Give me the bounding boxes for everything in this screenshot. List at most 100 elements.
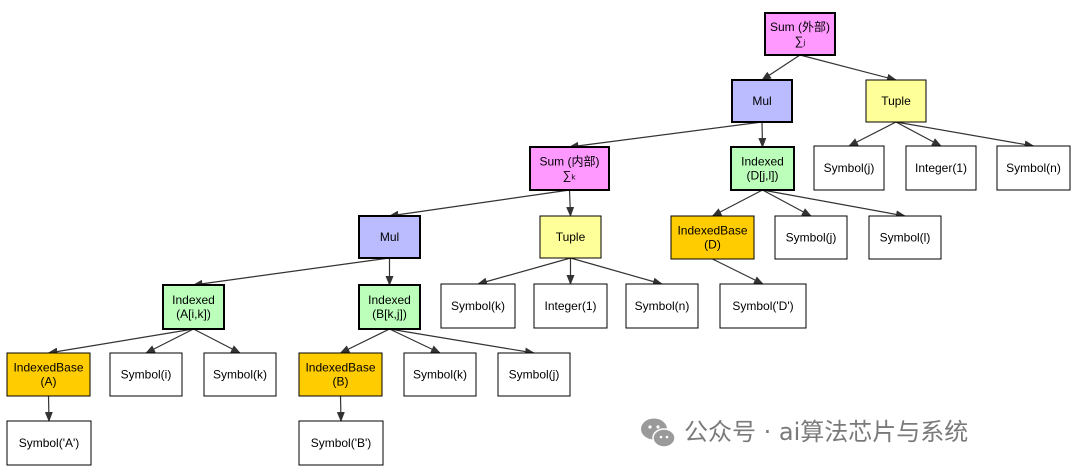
node-box xyxy=(905,145,977,191)
node-indexed-B: Indexed(B[k,j]) xyxy=(358,284,421,330)
node-box xyxy=(533,283,608,329)
node-box xyxy=(996,145,1071,191)
node-box xyxy=(719,283,807,329)
node-int1-mid: Integer(1) xyxy=(533,283,608,329)
node-tuple-j: Tuple xyxy=(865,79,927,123)
node-box xyxy=(6,352,91,397)
node-label: ∑ₖ xyxy=(563,169,577,183)
node-label: Symbol('D') xyxy=(732,299,793,313)
edge-mul2-to-indexed_A xyxy=(192,257,390,288)
node-sym-k-A: Symbol(k) xyxy=(203,352,277,397)
edge-ibase_A-to-symstr_A xyxy=(44,395,53,422)
node-label: Symbol(k) xyxy=(413,368,467,382)
node-int1-top: Integer(1) xyxy=(905,145,977,191)
node-label: (D[j,l]) xyxy=(747,169,779,183)
node-label: (A) xyxy=(41,375,57,389)
node-label: ∑ⱼ xyxy=(795,34,806,48)
node-label: (A[i,k]) xyxy=(176,307,211,321)
edge-tuple_j-to-int1_top xyxy=(895,121,942,147)
node-sym-j-top: Symbol(j) xyxy=(813,145,885,191)
edge-tuple_j-to-sym_j_top xyxy=(848,121,897,147)
node-sym-k-B: Symbol(k) xyxy=(403,352,477,397)
node-label: Indexed xyxy=(741,155,784,169)
node-label: (B[k,j]) xyxy=(372,307,407,321)
node-box xyxy=(358,215,421,259)
node-box xyxy=(868,215,942,260)
node-label: Symbol('A') xyxy=(19,436,80,450)
node-label: Mul xyxy=(752,94,771,108)
node-label: Tuple xyxy=(881,94,911,108)
node-ibase-D: IndexedBase(D) xyxy=(670,215,755,260)
node-indexed-A: Indexed(A[i,k]) xyxy=(162,284,225,330)
node-mul1: Mul xyxy=(731,79,793,123)
node-box xyxy=(731,79,793,123)
node-sym-n-top: Symbol(n) xyxy=(996,145,1071,191)
node-box xyxy=(670,215,755,260)
node-label: Integer(1) xyxy=(915,161,967,175)
node-label: Symbol(j) xyxy=(509,368,560,382)
edge-indexed_A-to-ibase_A xyxy=(47,328,194,356)
watermark: 公众号 · ai算法芯片与系统 xyxy=(641,418,968,448)
node-box xyxy=(529,146,610,191)
edge-ibase_B-to-symstr_B xyxy=(336,395,345,422)
edge-sum_outer-to-tuple_j xyxy=(799,54,897,82)
edge-sum_outer-to-mul1 xyxy=(761,54,801,81)
node-label: Symbol(l) xyxy=(880,231,931,245)
edge-sum_inner-to-tuple_k xyxy=(566,189,575,217)
node-box xyxy=(203,352,277,397)
wechat-icon xyxy=(641,418,676,448)
node-sym-i-A: Symbol(i) xyxy=(109,352,183,397)
node-symstr-B: Symbol('B') xyxy=(298,420,384,466)
node-box xyxy=(497,352,571,397)
node-sym-j-D: Symbol(j) xyxy=(774,215,848,260)
edge-indexed_D-to-ibase_D xyxy=(711,189,763,217)
node-label: Tuple xyxy=(556,230,586,244)
node-label: IndexedBase xyxy=(677,224,747,238)
watermark-text: 公众号 · ai算法芯片与系统 xyxy=(684,418,968,446)
node-box xyxy=(865,79,927,123)
node-box xyxy=(403,352,477,397)
node-sym-l-D: Symbol(l) xyxy=(868,215,942,260)
node-box xyxy=(109,352,183,397)
edge-indexed_B-to-sym_k_B xyxy=(389,328,441,354)
edge-mul1-to-indexed_D xyxy=(758,121,767,148)
node-label: IndexedBase xyxy=(305,361,375,375)
node-symstr-A: Symbol('A') xyxy=(6,420,92,466)
edge-indexed_A-to-sym_k_A xyxy=(193,328,241,354)
node-box xyxy=(298,420,384,466)
node-box xyxy=(813,145,885,191)
node-box xyxy=(162,284,225,330)
node-sum-inner: Sum (内部)∑ₖ xyxy=(529,146,610,191)
node-label: Symbol(i) xyxy=(121,368,172,382)
edge-tuple_j-to-sym_n_top xyxy=(895,121,1035,149)
edge-indexed_D-to-sym_j_D xyxy=(762,189,812,217)
node-sym-j-B: Symbol(j) xyxy=(497,352,571,397)
edge-indexed_A-to-sym_i_A xyxy=(145,328,194,354)
node-box xyxy=(298,352,383,397)
node-label: Integer(1) xyxy=(544,299,596,313)
node-tuple-k: Tuple xyxy=(539,215,602,259)
node-label: Mul xyxy=(380,230,399,244)
node-label: Sum (内部) xyxy=(539,154,599,169)
node-box xyxy=(6,420,92,466)
node-label: Symbol(k) xyxy=(213,368,267,382)
node-sum-outer: Sum (外部)∑ⱼ xyxy=(764,12,836,56)
node-indexed-D: Indexed(D[j,l]) xyxy=(730,146,795,191)
node-mul2: Mul xyxy=(358,215,421,259)
node-label: Symbol(j) xyxy=(786,231,837,245)
edge-mul1-to-sum_inner xyxy=(568,121,763,150)
node-label: Indexed xyxy=(172,293,215,307)
node-ibase-B: IndexedBase(B) xyxy=(298,352,383,397)
node-box xyxy=(625,283,699,329)
node-label: Symbol(j) xyxy=(824,161,875,175)
node-ibase-A: IndexedBase(A) xyxy=(6,352,91,397)
node-box xyxy=(358,284,421,330)
node-sym-n-mid: Symbol(n) xyxy=(625,283,699,329)
node-box xyxy=(539,215,602,259)
node-symstr-D: Symbol('D') xyxy=(719,283,807,329)
edge-sum_inner-to-mul2 xyxy=(388,189,570,219)
node-label: Symbol(n) xyxy=(635,299,690,313)
edge-tuple_k-to-sym_n_mid xyxy=(570,257,663,286)
